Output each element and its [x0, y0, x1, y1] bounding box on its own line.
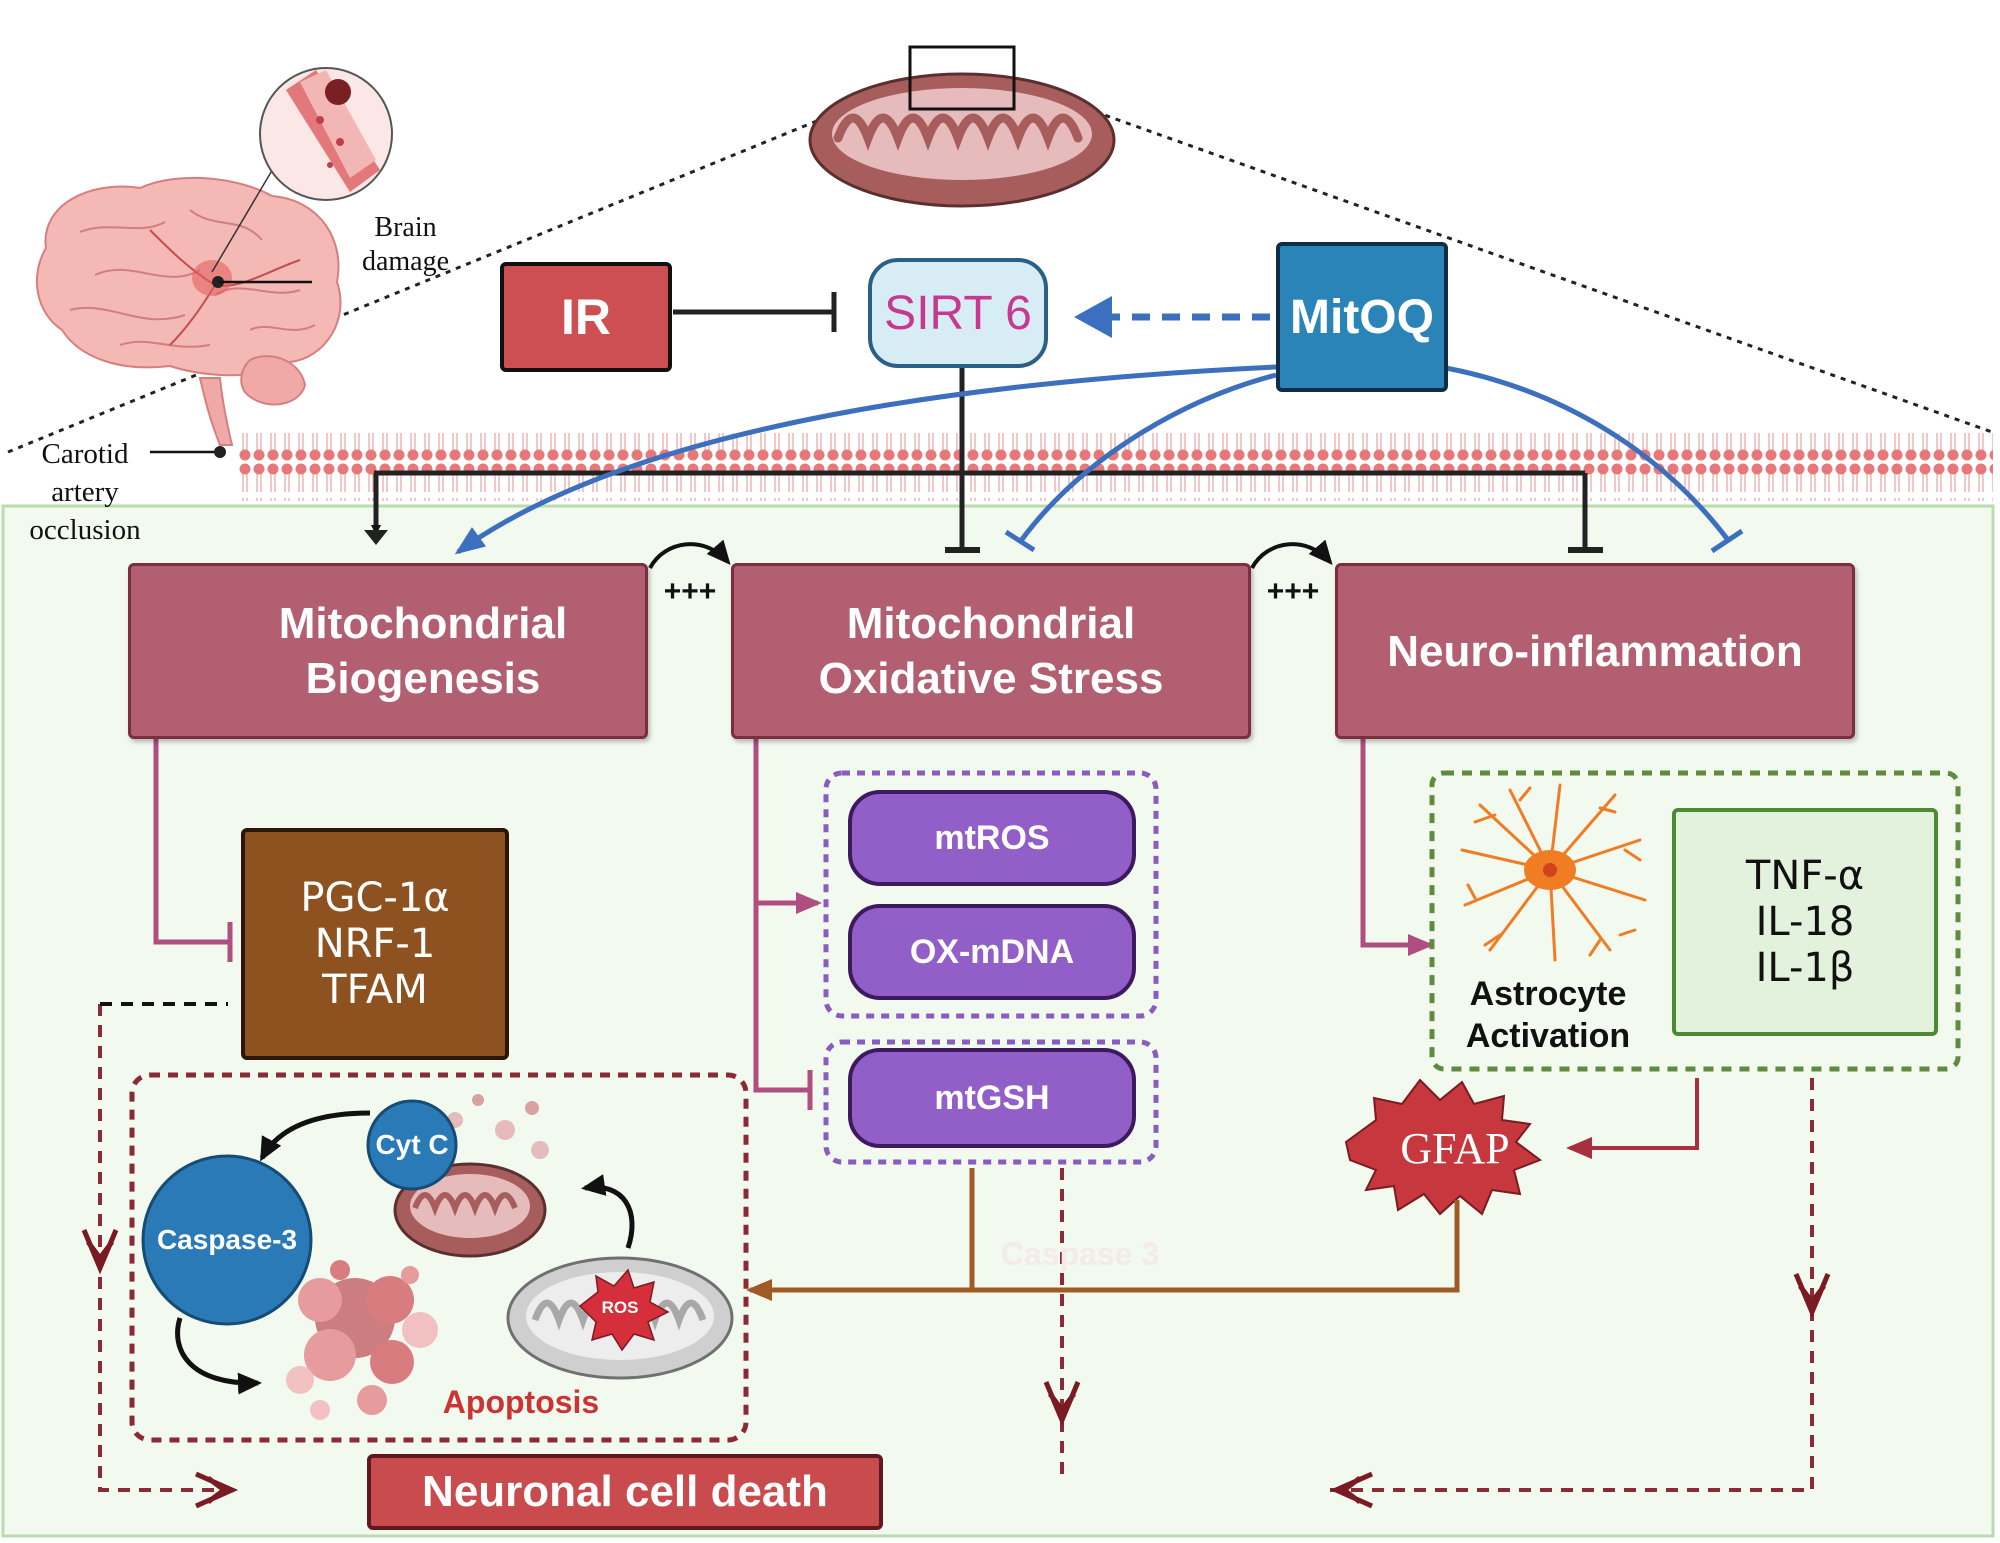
mitoq-inflammation-bar [1710, 528, 1744, 554]
damaged-mitochondrion-icon [393, 1094, 549, 1258]
caspase-to-apoptosis-arrow [175, 1317, 262, 1395]
ros-to-damaged-mito-arrow [581, 1174, 635, 1249]
inflammation-to-astrocyte-arrow [1360, 738, 1434, 956]
mitochondrial-oxidative-stress-box: Mitochondrial Oxidative Stress [731, 563, 1251, 739]
cytc-to-caspase-arrow [259, 1110, 371, 1162]
ir-box: IR [500, 262, 672, 372]
markers-to-death-dashed-line [98, 1004, 228, 1492]
dashed-arrowheads [81, 1229, 1831, 1509]
zoom-line-left [7, 80, 913, 454]
cell-membrane-icon [238, 433, 1993, 501]
mitoq-oxidative-bar [1004, 529, 1036, 553]
apoptosis-label: Apoptosis [442, 1383, 600, 1420]
zoom-box [908, 45, 1016, 111]
caspase3-label: Caspase-3 [156, 1224, 298, 1255]
gfap-label: GFAP [1400, 1123, 1510, 1173]
astrocyte-icon [1460, 783, 1647, 962]
neuronal-cell-death-box: Neuronal cell death [367, 1454, 883, 1530]
mtgsh-group [823, 1039, 1159, 1165]
synergy-label-1: +++ [663, 575, 717, 608]
cytc-node [366, 1099, 458, 1191]
sirt6-box: SIRT 6 [868, 258, 1048, 368]
neuroinflammation-box: Neuro-inflammation [1335, 563, 1855, 739]
cytokines-to-gfap-arrow [1566, 1078, 1699, 1159]
biogenesis-to-oxidative-feedback-arrow [648, 539, 731, 570]
cytc-label: Cyt C [375, 1129, 449, 1160]
oxidative-to-inflammation-feedback-arrow [1250, 539, 1333, 570]
mtros-pill: mtROS [848, 790, 1136, 886]
inflammation-to-death-dashed-line [1330, 1078, 1814, 1492]
synergy-label-2: +++ [1266, 575, 1320, 608]
mitoq-activates-sirt6-arrowhead [1074, 296, 1112, 338]
apoptotic-cell-icon [286, 1260, 438, 1420]
brain-icon [35, 176, 342, 446]
oxidative-group [823, 770, 1159, 1019]
zoom-line-right [1011, 80, 1993, 434]
carotid-occlusion-label: Carotid artery occlusion [29, 438, 141, 546]
cytokines-box: TNF-α IL-18 IL-1β [1672, 808, 1938, 1036]
carotid-dot [214, 446, 226, 458]
mitoq-to-oxidative-line [1017, 372, 1277, 544]
blood-vessel-clot-icon [259, 67, 393, 201]
mitochondrion-icon [808, 72, 1116, 208]
mitoq-to-inflammation-line [1445, 365, 1730, 542]
caspase3-faint-label: Caspase 3 [1000, 1235, 1160, 1272]
inflammation-group [1429, 770, 1961, 1072]
gfap-to-apoptosis-arrow [746, 1200, 1460, 1301]
gfap-burst [1344, 1078, 1543, 1216]
caspase3-node [141, 1154, 313, 1326]
mitoq-box: MitOQ [1276, 242, 1448, 392]
astrocyte-activation-label: Astrocyte Activation [1465, 974, 1631, 1056]
biogenesis-to-markers-line [153, 738, 228, 945]
oxidative-to-mtgsh-line [753, 738, 808, 1093]
ros-label: ROS [601, 1298, 639, 1317]
ox-mdna-pill: OX-mDNA [848, 904, 1136, 1000]
mitoq-to-biogenesis-arrow [454, 364, 1277, 555]
sirt6-to-biogenesis-arrowhead [364, 530, 388, 545]
biogenesis-markers-box: PGC-1α NRF-1 TFAM [241, 828, 509, 1060]
ros-mitochondrion-icon [506, 1256, 734, 1380]
mitochondrial-biogenesis-box: Mitochondrial Biogenesis [128, 563, 648, 739]
apoptosis-group [129, 1072, 749, 1443]
mtgsh-pill: mtGSH [848, 1048, 1136, 1148]
brain-damage-label: Brain damage [361, 212, 450, 277]
